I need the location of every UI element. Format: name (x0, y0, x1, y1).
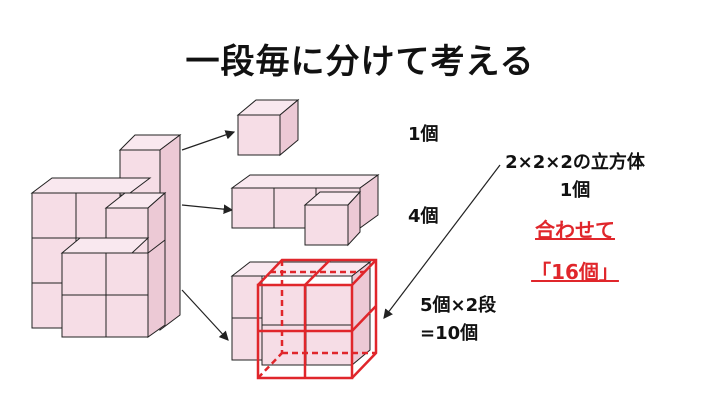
highlight-cube (256, 258, 378, 380)
callout-cube-count: 1個 (559, 180, 591, 201)
layer2-count: 4個 (408, 206, 439, 227)
callout-cube-label: 2×2×2の立方体 (505, 152, 645, 173)
layer3-total: =10個 (420, 323, 479, 344)
page-title: 一段毎に分けて考える (185, 42, 535, 82)
layer3-cubes (230, 260, 372, 367)
layer1-count: 1個 (408, 124, 439, 145)
layer2-cubes (230, 174, 380, 247)
arrows (181, 130, 501, 341)
full-structure (30, 134, 182, 338)
layer1-cube (236, 98, 300, 157)
layer3-count: 5個×2段 (420, 295, 497, 316)
result-label: 合わせて (535, 218, 615, 242)
result-total: 「16個」 (531, 260, 619, 284)
